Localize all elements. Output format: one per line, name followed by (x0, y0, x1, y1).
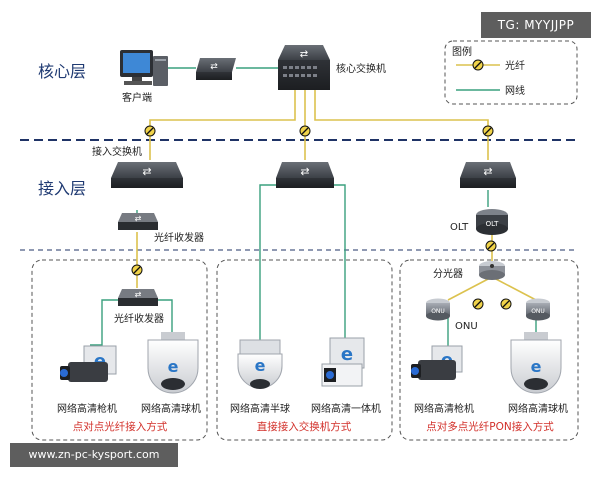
onu-left-chip-text: ONU (431, 308, 445, 315)
bullet-camera-2-icon: e (411, 345, 463, 380)
access-switch-label: 接入交换机 (92, 145, 142, 158)
legend-cable-label: 网线 (505, 84, 525, 97)
access-switch-right-icon: ⇄ (460, 162, 516, 188)
onu-right-icon: ONU (526, 298, 550, 321)
legend-title: 图例 (452, 45, 472, 58)
svg-text:e: e (531, 357, 542, 376)
watermark-top-right: TG: MYYJJPP (481, 12, 591, 38)
bullet-camera-2-label: 网络高清枪机 (414, 402, 474, 415)
box-camera-icon: e (321, 337, 365, 387)
fiber-connectors (131, 59, 512, 310)
svg-text:⇄: ⇄ (135, 290, 142, 299)
olt-icon: OLT (476, 209, 508, 235)
half-dome-camera-label: 网络高清半球 (230, 402, 290, 415)
bullet-camera-1-label: 网络高清枪机 (57, 402, 117, 415)
bullet-camera-1-icon: e (60, 345, 117, 382)
fiber-transceiver-top-label: 光纤收发器 (154, 231, 204, 244)
pon-section-box (399, 259, 579, 441)
svg-text:⇄: ⇄ (483, 165, 492, 178)
dome-camera-2-label: 网络高清球机 (508, 402, 568, 415)
core-switch-icon: ⇄ (278, 45, 330, 90)
olt-label: OLT (450, 222, 469, 233)
dome-camera-1-icon: e (147, 332, 199, 394)
client-label: 客户端 (122, 91, 152, 104)
box-camera-label: 网络高清一体机 (311, 402, 381, 415)
svg-text:e: e (168, 357, 179, 376)
core-layer-label: 核心层 (38, 62, 86, 81)
svg-text:⇄: ⇄ (210, 62, 218, 72)
access-layer-label: 接入层 (38, 179, 86, 198)
access-switch-left-icon: ⇄ (111, 162, 183, 188)
p2p-section-box (31, 259, 208, 441)
half-dome-camera-icon: e (237, 339, 283, 389)
svg-text:⇄: ⇄ (300, 49, 308, 60)
fiber-transceiver-bottom-label: 光纤收发器 (114, 312, 164, 325)
access-switch-middle-icon: ⇄ (276, 162, 334, 188)
dome-camera-2-icon: e (510, 332, 562, 394)
direct-section-caption: 直接接入交换机方式 (257, 420, 352, 433)
pon-section-caption: 点对多点光纤PON接入方式 (426, 420, 554, 433)
core-switch-label: 核心交换机 (336, 62, 386, 75)
olt-chip-text: OLT (486, 220, 499, 228)
client-pc-icon (120, 50, 168, 86)
svg-text:e: e (255, 356, 266, 375)
client-switch-icon: ⇄ (196, 58, 236, 80)
p2p-section-caption: 点对点光纤接入方式 (73, 420, 168, 433)
dome-camera-1-label: 网络高清球机 (141, 402, 201, 415)
fiber-transceiver-top-icon: ⇄ (118, 213, 158, 230)
legend-box (444, 40, 578, 105)
svg-text:⇄: ⇄ (300, 165, 309, 178)
svg-text:e: e (341, 344, 353, 365)
svg-text:⇄: ⇄ (142, 165, 151, 178)
direct-section-box (216, 259, 393, 441)
watermark-bottom-left: www.zn-pc-kysport.com (10, 443, 178, 467)
onu-left-icon: ONU (426, 298, 450, 321)
onu-right-chip-text: ONU (531, 308, 545, 315)
splitter-icon (479, 261, 505, 280)
splitter-label: 分光器 (433, 267, 463, 280)
onu-label: ONU (455, 321, 478, 332)
fiber-transceiver-bottom-icon: ⇄ (118, 289, 158, 306)
svg-text:⇄: ⇄ (135, 214, 142, 223)
legend-fiber-label: 光纤 (505, 59, 525, 72)
